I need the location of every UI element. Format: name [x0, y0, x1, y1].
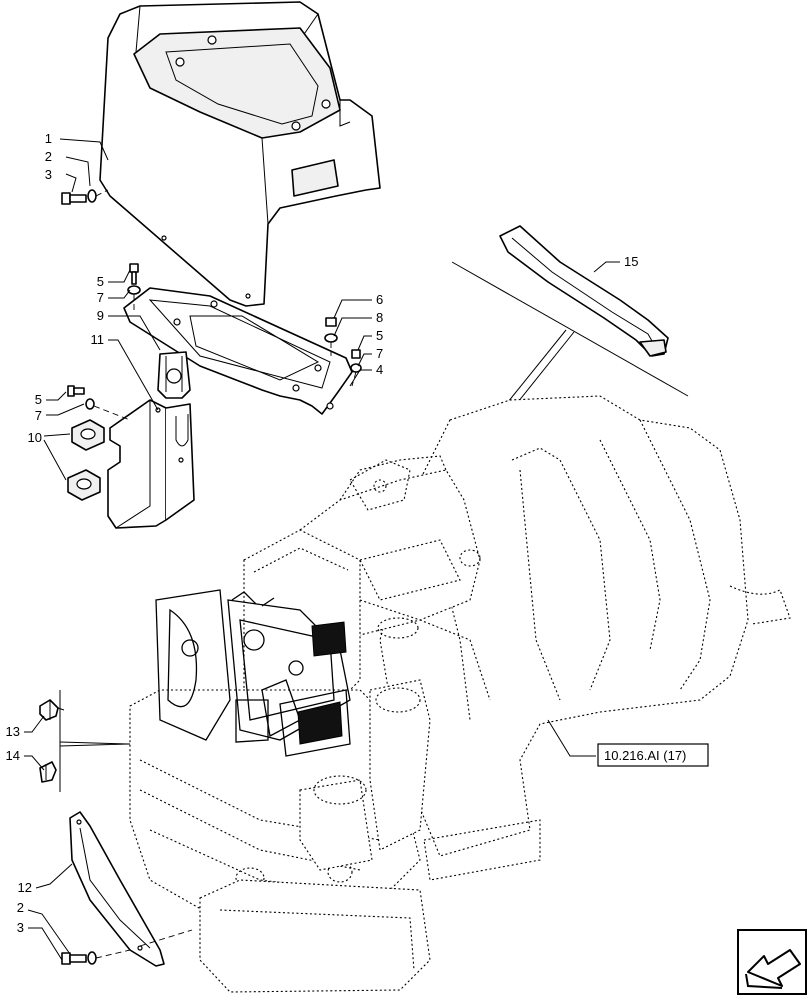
callout-10: 10	[28, 430, 42, 445]
callout-12: 12	[18, 880, 32, 895]
cover-panel	[99, 1, 381, 307]
u-bracket	[157, 351, 191, 399]
callout-8: 8	[376, 310, 383, 325]
callout-3: 3	[17, 920, 24, 935]
leader-lines	[24, 138, 620, 961]
reference-box[interactable]: 10.216.AI (17)	[597, 743, 709, 767]
callout-3: 3	[45, 167, 52, 182]
callout-13: 13	[6, 724, 20, 739]
control-unit	[155, 589, 351, 757]
callout-9: 9	[97, 308, 104, 323]
trim-strip	[499, 225, 669, 357]
reference-label: 10.216.AI (17)	[604, 748, 686, 763]
callout-7: 7	[35, 408, 42, 423]
callout-2: 2	[17, 900, 24, 915]
callout-7: 7	[97, 290, 104, 305]
callout-5: 5	[97, 274, 104, 289]
base-plate	[123, 287, 353, 415]
callout-2: 2	[45, 149, 52, 164]
callout-14: 14	[6, 748, 20, 763]
side-bracket	[69, 811, 165, 967]
callout-5: 5	[35, 392, 42, 407]
callout-1: 1	[45, 131, 52, 146]
clips	[39, 690, 131, 792]
callout-11: 11	[91, 332, 105, 347]
machine-frame	[129, 395, 791, 993]
callout-4: 4	[376, 362, 383, 377]
callout-15: 15	[624, 254, 638, 269]
mounting-bracket	[107, 399, 195, 529]
callout-5: 5	[376, 328, 383, 343]
bolt-top-left	[61, 189, 109, 205]
callout-6: 6	[376, 292, 383, 307]
grommets	[67, 385, 131, 501]
callout-labels: 1 2 3 5 7 9 11 5 7 10 6 8 5 7 4 15 13 14…	[6, 131, 639, 935]
arrow-left-icon[interactable]	[737, 929, 807, 995]
callout-7: 7	[376, 346, 383, 361]
bolt-bottom-left	[61, 929, 193, 965]
